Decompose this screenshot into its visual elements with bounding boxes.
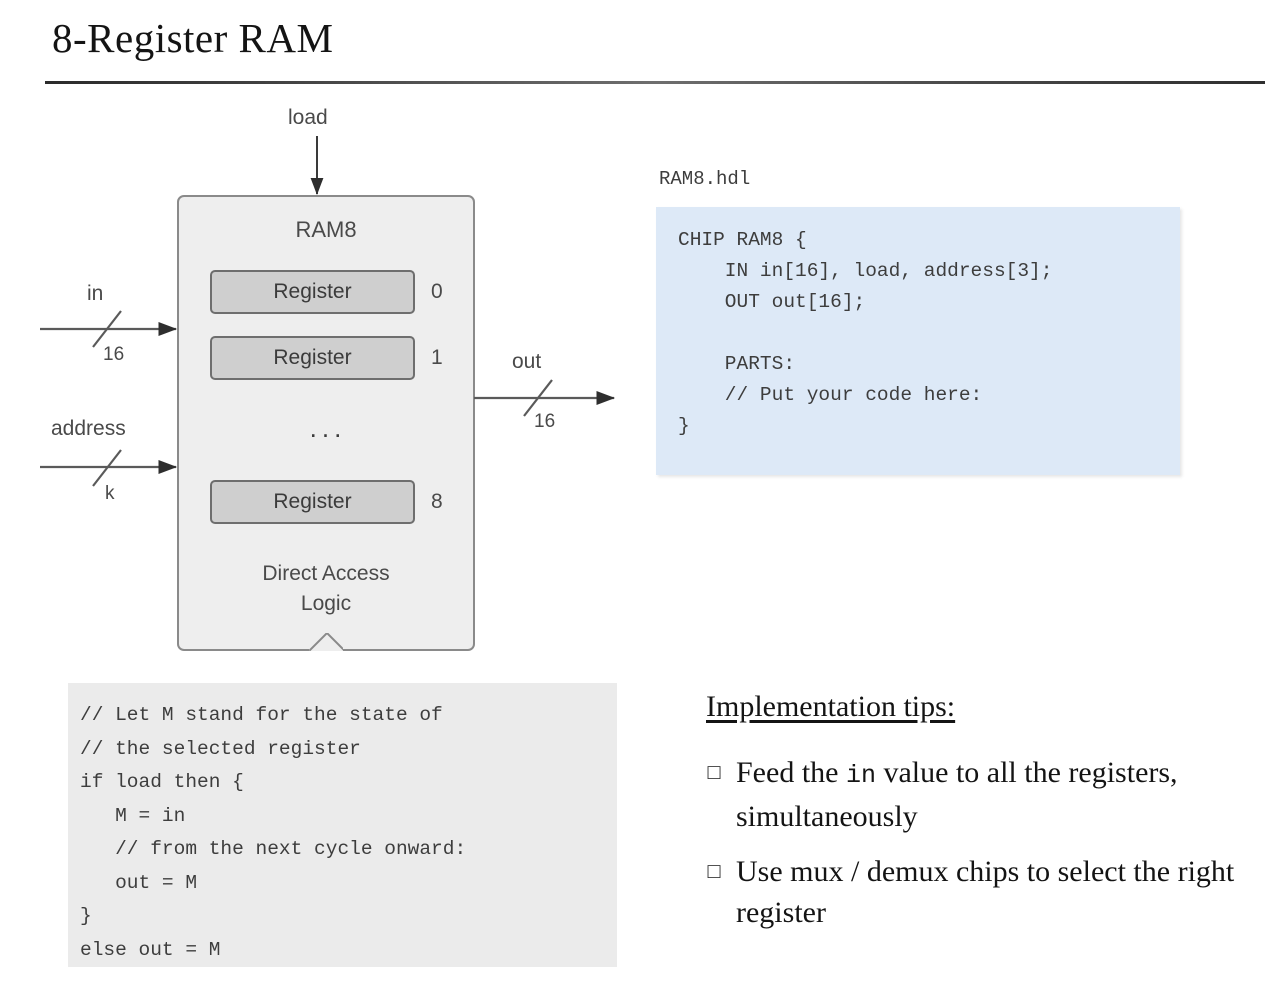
bus-width-address: k — [105, 483, 115, 504]
pseudocode-panel: // Let M stand for the state of // the s… — [68, 683, 617, 967]
ram8-chip-label: RAM8 — [295, 217, 357, 242]
ram8-diagram: load in 16 address k out 16 RAM8 Registe… — [0, 0, 660, 670]
register-box-1: Register — [210, 336, 415, 380]
ram8-chip-box: RAM8 Register 0 Register 1 ... Register … — [177, 195, 475, 651]
tip-list-item: □ Feed the in value to all the registers… — [706, 752, 1272, 837]
tip-1-part2: value to all the registers, simultaneous… — [736, 756, 1178, 833]
register-row: Register 8 — [210, 480, 446, 524]
signal-label-in: in — [87, 282, 104, 305]
signal-label-address: address — [51, 417, 126, 440]
register-box-8: Register — [210, 480, 415, 524]
direct-access-logic-line2: Logic — [300, 592, 352, 615]
implementation-tips: Implementation tips: □ Feed the in value… — [706, 690, 1272, 933]
bus-slash-address — [92, 449, 122, 487]
signal-label-load: load — [288, 106, 328, 129]
tip-1-part1: Feed the — [736, 756, 846, 789]
bus-width-in: 16 — [103, 344, 125, 365]
register-index-1: 1 — [431, 346, 443, 369]
tip-list-item: □ Use mux / demux chips to select the ri… — [706, 851, 1272, 933]
direct-access-logic-label: Direct Access Logic — [179, 559, 473, 619]
signal-label-out: out — [512, 350, 542, 373]
square-bullet-icon: □ — [706, 861, 723, 881]
register-row: Register 0 — [210, 270, 446, 314]
tip-text-1: Feed the in value to all the registers, … — [736, 752, 1272, 837]
pseudocode-text: // Let M stand for the state of // the s… — [80, 704, 467, 961]
tip-text-2: Use mux / demux chips to select the righ… — [736, 855, 1235, 929]
hdl-filename-label: RAM8.hdl — [659, 168, 751, 190]
clock-notch-icon — [309, 633, 343, 651]
bus-slash-in — [92, 310, 122, 348]
page-title: 8-Register RAM — [52, 15, 334, 61]
register-index-8: 8 — [431, 490, 443, 513]
square-bullet-icon: □ — [706, 762, 723, 782]
register-row: Register 1 — [210, 336, 446, 380]
register-ellipsis: ... — [309, 413, 347, 443]
tips-heading: Implementation tips: — [706, 690, 956, 723]
bus-width-out: 16 — [534, 411, 556, 432]
register-index-0: 0 — [431, 280, 443, 303]
title-divider — [45, 81, 1265, 84]
register-box-0: Register — [210, 270, 415, 314]
hdl-code-panel: CHIP RAM8 { IN in[16], load, address[3];… — [656, 207, 1180, 475]
direct-access-logic-line1: Direct Access — [262, 562, 390, 585]
tip-1-mono: in — [845, 761, 876, 790]
hdl-code-text: CHIP RAM8 { IN in[16], load, address[3];… — [678, 229, 1053, 437]
